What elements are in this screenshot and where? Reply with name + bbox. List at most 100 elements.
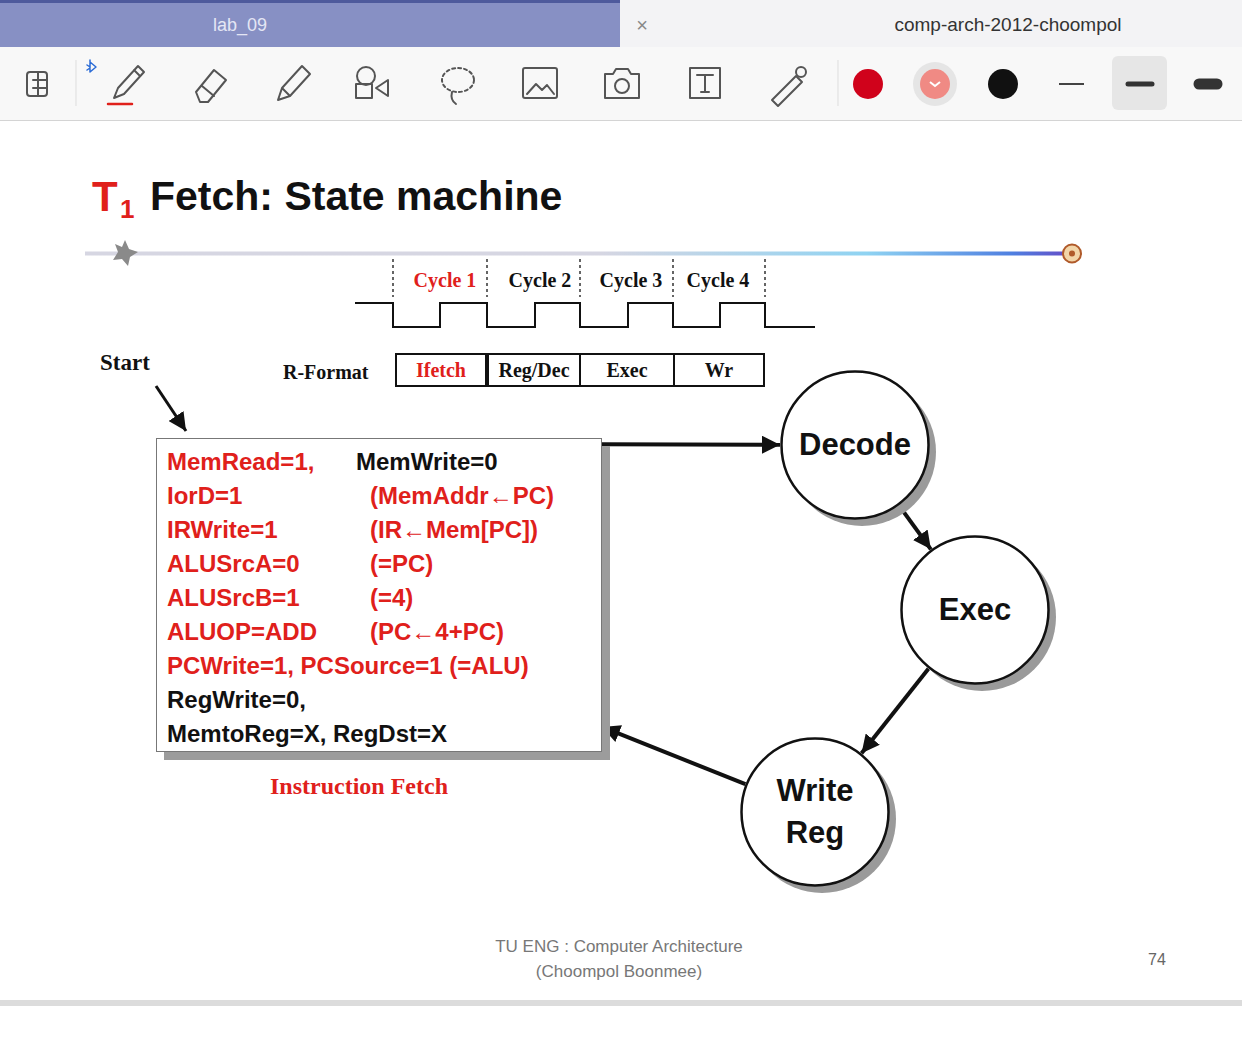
laser-pointer-head xyxy=(1063,245,1081,263)
shapes-icon xyxy=(376,80,388,96)
toolbar-divider xyxy=(76,60,77,106)
time-step-index: 1 xyxy=(120,195,134,225)
cycle-divider xyxy=(486,259,488,297)
footer-text: TU ENG : Computer Architecture xyxy=(495,937,743,957)
control-signal: PCWrite=1, PCSource=1 (=ALU) xyxy=(167,652,529,680)
state-caption: Instruction Fetch xyxy=(270,773,448,801)
lasso-icon xyxy=(442,68,474,92)
stage-cell: Ifetch xyxy=(395,353,487,387)
state-circle-outline xyxy=(902,537,1049,684)
pages-icon xyxy=(33,72,47,96)
toolbar-border xyxy=(0,120,1242,121)
laser-pointer-icon xyxy=(772,76,802,106)
image-icon xyxy=(527,84,554,94)
control-signal: ALUSrcA=0 xyxy=(167,550,300,578)
active-tab xyxy=(0,0,620,47)
slide-bottom-edge xyxy=(0,1000,1242,1006)
stage-name: Reg/Dec xyxy=(498,359,569,381)
pen-color-bar xyxy=(108,103,132,106)
color-swatch-pink xyxy=(920,69,950,99)
state-circle: Exec xyxy=(900,535,1050,685)
pages-icon xyxy=(27,72,47,96)
tab-highlight xyxy=(0,0,620,3)
control-signal: IRWrite=1 xyxy=(167,516,278,544)
control-signal: MemRead=1, xyxy=(167,448,314,476)
format-label: R-Format xyxy=(283,361,369,384)
cycle-divider xyxy=(392,259,394,297)
start-label: Start xyxy=(100,350,150,376)
lasso-icon xyxy=(452,92,457,104)
shapes-icon xyxy=(357,67,375,85)
control-signal: RegWrite=0, xyxy=(167,686,306,714)
control-signal: ALUOP=ADD xyxy=(167,618,317,646)
thin-stroke-option xyxy=(1059,83,1084,85)
color-swatch-red xyxy=(853,69,883,99)
bluetooth-icon xyxy=(87,60,96,72)
control-signal: MemtoReg=X, RegDst=X xyxy=(167,720,447,748)
tab-close: × xyxy=(636,14,648,37)
toolbar-divider xyxy=(838,60,839,106)
control-signal: (IR←Mem[PC]) xyxy=(370,516,538,544)
control-signal: ALUSrcB=1 xyxy=(167,584,300,612)
eraser-icon xyxy=(196,70,226,102)
tab-title: comp-arch-2012-choompol xyxy=(894,14,1121,36)
time-step: T xyxy=(92,173,118,221)
laser-pointer-icon xyxy=(796,67,806,77)
slide-title: Fetch: State machine xyxy=(150,173,562,220)
control-signal: (MemAddr←PC) xyxy=(370,482,554,510)
text-tool-icon xyxy=(690,68,720,98)
laser-trail xyxy=(85,252,1075,256)
image-icon xyxy=(523,68,557,98)
state-circle: Write Reg xyxy=(740,737,890,887)
cycle-label: Cycle 1 xyxy=(414,269,477,292)
cycle-label: Cycle 4 xyxy=(687,269,750,292)
control-signal: (=PC) xyxy=(370,550,433,578)
state-box: MemRead=1, MemWrite=0IorD=1 (MemAddr←PC) IR… xyxy=(156,438,602,752)
stage-name: Ifetch xyxy=(416,359,466,381)
state-name: Exec xyxy=(939,589,1011,631)
camera-icon xyxy=(615,79,629,93)
toolbar xyxy=(0,47,1242,120)
cycle-divider xyxy=(764,259,766,297)
cycle-label: Cycle 2 xyxy=(509,269,572,292)
control-signal: IorD=1 xyxy=(167,482,242,510)
color-swatch-black xyxy=(988,69,1018,99)
transition-arrow xyxy=(602,727,745,784)
transition-arrow xyxy=(602,442,780,447)
state-name: Decode xyxy=(799,424,911,466)
tab-bar xyxy=(0,0,1242,47)
tab-title: lab_09 xyxy=(213,15,267,36)
highlighter-icon xyxy=(278,66,310,100)
pen-icon xyxy=(114,66,144,98)
state-circle-outline xyxy=(742,739,889,886)
transition-arrow xyxy=(862,669,929,753)
stage-cell: Exec xyxy=(579,353,675,387)
stage-cell: Wr xyxy=(673,353,765,387)
laser-pointer-head xyxy=(1069,251,1075,257)
control-signal: (=4) xyxy=(370,584,413,612)
cycle-divider xyxy=(579,259,581,297)
selected-swatch-ring xyxy=(913,62,957,106)
control-signal: (PC←4+PC) xyxy=(370,618,504,646)
page-number: 74 xyxy=(1148,951,1166,969)
text-tool-icon xyxy=(697,75,713,92)
cycle-label: Cycle 3 xyxy=(600,269,663,292)
footer-text: (Choompol Boonmee) xyxy=(536,962,702,982)
swatch-chevron xyxy=(930,82,940,86)
state-circle-outline xyxy=(782,372,929,519)
stage-name: Wr xyxy=(705,359,734,381)
state-circle: Decode xyxy=(780,370,930,520)
stage-name: Exec xyxy=(606,359,647,381)
selected-stroke-bg xyxy=(1112,56,1167,110)
shapes-icon xyxy=(356,84,372,98)
laser-start-mark xyxy=(113,240,138,266)
cycle-divider xyxy=(672,259,674,297)
control-signal: MemWrite=0 xyxy=(356,448,498,476)
medium-stroke-option xyxy=(1128,82,1152,87)
stage-cell: Reg/Dec xyxy=(487,353,581,387)
thick-stroke-option xyxy=(1199,79,1217,90)
start-arrow xyxy=(156,386,186,431)
state-name: Write Reg xyxy=(753,770,877,854)
camera-icon xyxy=(605,69,639,98)
clock-waveform xyxy=(355,303,815,327)
